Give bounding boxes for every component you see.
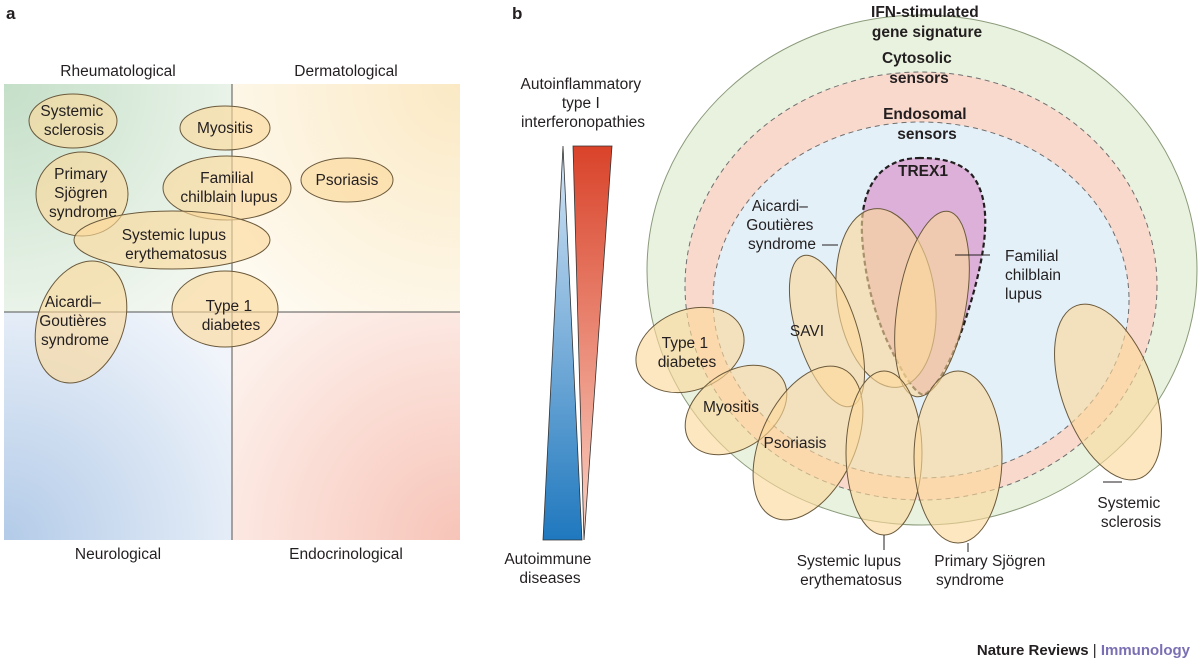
label-b-psoriasis: Psoriasis [764,435,827,452]
label-a-sle-l1: Systemic lupus [122,227,226,244]
label-a-systemic-sclerosis-l1: Systemic [40,103,103,120]
label-a-type1-l2: diabetes [202,317,261,334]
label-a-primary-sjogren-l1: Primary [54,166,108,183]
label-b-ags-l3: syndrome [748,236,816,253]
label-a-primary-sjogren-l3: syndrome [49,204,117,221]
label-b-familial-chilblain: Familial chilblain lupus [1005,248,1065,303]
oval-b-sle [845,370,923,536]
label-a-myositis: Myositis [197,120,253,137]
quadrant-label-neurological: Neurological [75,546,161,563]
label-a-familial-chilblain-l2: chilblain lupus [180,189,278,206]
spectrum-top-label: Autoinflammatory type I interferonopathi… [521,76,646,131]
label-b-primary-sjogren: Primary Sjögren syndrome [934,553,1049,589]
label-b-ags: Aicardi– Goutières syndrome [746,198,818,253]
ring-inner-label: Endosomal sensors [883,106,971,143]
label-a-systemic-sclerosis: Systemic sclerosis [40,103,107,139]
label-b-ags-l1: Aicardi– [752,198,808,215]
credit-publisher: Nature Reviews [976,642,1089,659]
label-b-primary-sjogren-l2: syndrome [936,572,1004,589]
credit-separator: | [1092,642,1097,659]
label-a-systemic-sclerosis-l2: sclerosis [44,122,105,139]
label-b-savi: SAVI [790,323,824,340]
ring-inner-l2: sensors [897,126,956,143]
spectrum-bottom-l1: Autoimmune [504,551,591,568]
label-a-type1: Type 1 diabetes [202,298,261,334]
ring-outer-l2: gene signature [872,24,983,41]
label-b-systemic-sclerosis: Systemic sclerosis [1097,495,1164,531]
autoimmune-wedge [542,145,583,541]
label-b-sle-l1: Systemic lupus [797,553,901,570]
label-a-ags-l1: Aicardi– [45,294,101,311]
quadrant-endocrinological [232,312,460,540]
spectrum-top-l3: interferonopathies [521,114,645,131]
label-a-primary-sjogren: Primary Sjögren syndrome [49,166,117,221]
panel-b-ovals [635,208,1162,544]
ring-outer-label: IFN-stimulated gene signature [871,4,983,41]
journal-credit: Nature Reviews | Immunology [977,642,1190,659]
ring-outer-l1: IFN-stimulated [871,4,979,21]
label-b-sle-l2: erythematosus [800,572,902,589]
panel-a-ovals [28,93,394,384]
ring-inner-l1: Endosomal [883,106,967,123]
label-b-type1-l1: Type 1 [662,335,709,352]
ring-middle-l2: sensors [889,70,948,87]
quadrant-label-dermatological: Dermatological [294,63,397,80]
panel-b-label: b [512,4,522,23]
oval-a-ags [34,260,128,384]
label-a-ags-l3: syndrome [41,332,109,349]
label-a-ags-l2: Goutières [39,313,106,330]
spectrum-top-l2: type I [562,95,600,112]
label-a-familial-chilblain-l1: Familial [200,170,253,187]
quadrant-label-endocrinological: Endocrinological [289,546,403,563]
ring-middle-label: Cytosolic sensors [882,50,956,87]
label-b-type1: Type 1 diabetes [658,335,717,371]
oval-a-type1 [171,270,279,348]
oval-b-familial-chilblain [894,210,970,398]
spectrum-top-l1: Autoinflammatory [521,76,642,93]
label-a-familial-chilblain: Familial chilblain lupus [180,170,278,206]
trex1-label: TREX1 [898,163,948,180]
spectrum-bottom-label: Autoimmune diseases [504,551,595,587]
label-a-sle-l2: erythematosus [125,246,227,263]
panel-a-label: a [6,4,16,23]
oval-a-psoriasis [300,157,394,203]
oval-a-myositis [179,105,271,151]
spectrum-bottom-l2: diseases [519,570,580,587]
oval-a-sle [73,210,271,270]
label-b-familial-chilblain-l3: lupus [1005,286,1042,303]
oval-a-systemic-sclerosis [28,93,118,149]
label-b-type1-l2: diabetes [658,354,717,371]
ring-middle-l1: Cytosolic [882,50,952,67]
label-a-ags: Aicardi– Goutières syndrome [39,294,111,349]
label-b-systemic-sclerosis-l2: sclerosis [1101,514,1162,531]
label-b-systemic-sclerosis-l1: Systemic [1097,495,1160,512]
oval-b-systemic-sclerosis [1054,303,1162,481]
label-b-myositis: Myositis [703,399,759,416]
label-b-familial-chilblain-l2: chilblain [1005,267,1061,284]
label-b-familial-chilblain-l1: Familial [1005,248,1058,265]
credit-journal: Immunology [1100,642,1190,659]
label-a-psoriasis: Psoriasis [316,172,379,189]
label-a-type1-l1: Type 1 [206,298,253,315]
oval-b-primary-sjogren [913,370,1003,544]
label-b-ags-l2: Goutières [746,217,813,234]
label-b-primary-sjogren-l1: Primary Sjögren [934,553,1045,570]
autoinflammatory-wedge [572,145,613,541]
quadrant-label-rheumatological: Rheumatological [60,63,175,80]
label-b-sle: Systemic lupus erythematosus [797,553,906,589]
oval-a-familial-chilblain [162,155,292,221]
label-a-sle: Systemic lupus erythematosus [122,227,231,263]
label-a-primary-sjogren-l2: Sjögren [54,185,107,202]
